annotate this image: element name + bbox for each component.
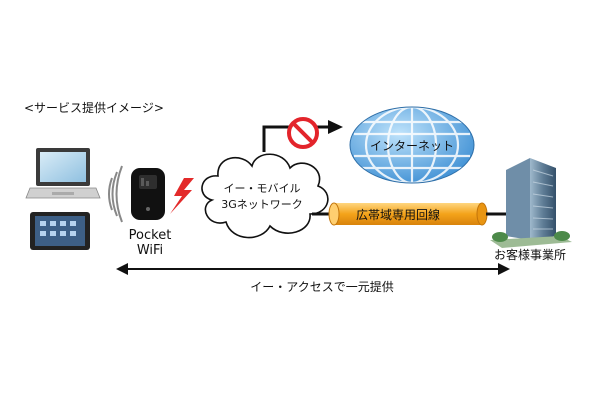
dedicated-line-label: 広帯域専用回線 (356, 207, 440, 222)
office-building-icon (490, 158, 572, 248)
network-cloud (201, 153, 329, 239)
laptop-icon (25, 148, 101, 199)
diagram-title: <サービス提供イメージ> (24, 100, 164, 115)
pocket-wifi-label-line1: Pocket (129, 228, 172, 243)
tablet-icon (30, 212, 90, 250)
cloud-label-line2: 3Gネットワーク (221, 198, 303, 211)
pocket-wifi-label-line2: WiFi (137, 243, 163, 258)
customer-office-label: お客様事業所 (494, 247, 566, 262)
internet-globe-icon (349, 105, 475, 185)
scope-double-arrow (116, 263, 510, 275)
cloud-label-line1: イー・モバイル (224, 182, 301, 195)
pocket-wifi-device-icon (131, 168, 165, 220)
dedicated-line-pipe (328, 202, 488, 226)
internet-label: インターネット (370, 139, 454, 153)
lightning-icon (170, 178, 194, 214)
wifi-waves-icon (108, 165, 123, 223)
no-entry-icon (287, 117, 319, 149)
blocked-route-arrowhead (328, 120, 343, 134)
scope-label: イー・アクセスで一元提供 (250, 279, 393, 294)
